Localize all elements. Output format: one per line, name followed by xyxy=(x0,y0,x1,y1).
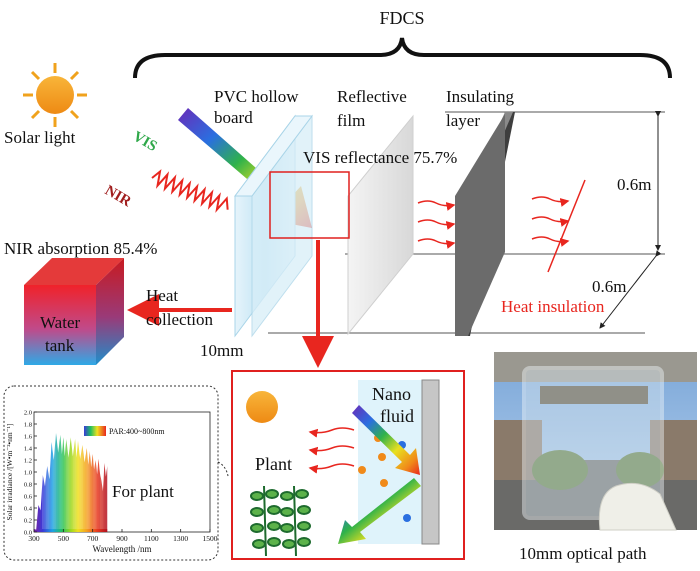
plant-label: Plant xyxy=(255,454,292,474)
pvc-label-line2: board xyxy=(214,108,253,127)
fdcs-brace xyxy=(133,37,672,79)
heat-insulation-label: Heat insulation xyxy=(501,297,605,316)
scattered-heat-arrows xyxy=(308,427,355,474)
chart-y-tick-label: 1.8 xyxy=(24,422,32,429)
solar-light-label: Solar light xyxy=(4,128,76,147)
chart-y-tick-label: 2.0 xyxy=(24,410,32,417)
chart-y-tick-label: 0.8 xyxy=(24,482,32,489)
chart-y-tick-label: 0.6 xyxy=(24,494,33,501)
chart-y-tick-label: 0.4 xyxy=(24,506,33,513)
nir-wave-arrow xyxy=(151,169,229,213)
chart-legend-label: PAR:400~800nm xyxy=(109,427,165,436)
water-tank-label-line1: Water xyxy=(40,313,80,332)
sun-detail-icon xyxy=(246,391,278,423)
chart-x-tick-label: 1500 xyxy=(203,534,218,543)
chart-y-tick-label: 1.6 xyxy=(24,434,33,441)
nano-fluid-label-line1: Nano xyxy=(372,384,411,404)
depth-dimension-label: 0.6m xyxy=(592,277,626,296)
chart-x-tick-label: 300 xyxy=(28,534,40,543)
chart-x-tick-label: 700 xyxy=(87,534,99,543)
chart-y-tick-label: 1.2 xyxy=(24,458,32,465)
height-dimension-label: 0.6m xyxy=(617,175,651,194)
for-plant-label: For plant xyxy=(112,482,174,501)
heat-collection-label-line2: collection xyxy=(146,310,214,329)
reflective-film xyxy=(347,114,414,336)
chart-y-tick-label: 0.0 xyxy=(24,530,32,537)
insulating-layer xyxy=(455,112,515,336)
vis-label: VIS xyxy=(130,129,160,155)
vis-reflectance-box xyxy=(269,171,350,239)
pvc-hollow-board xyxy=(234,114,313,338)
depth-dimension xyxy=(599,250,662,329)
chart-x-axis-label: Wavelength /nm xyxy=(92,544,151,554)
plant-icons xyxy=(250,485,311,557)
thickness-label: 10mm xyxy=(200,341,243,360)
reflective-label-line1: Reflective xyxy=(337,87,407,106)
reflector-strip xyxy=(421,379,440,545)
optical-path-caption: 10mm optical path xyxy=(519,544,647,563)
chart-x-tick-label: 1100 xyxy=(144,534,159,543)
chart-y-tick-label: 1.0 xyxy=(24,470,32,477)
nir-absorption-label: NIR absorption 85.4% xyxy=(4,239,157,258)
fdcs-title: FDCS xyxy=(379,8,424,28)
incident-spectrum-arrow xyxy=(352,405,420,475)
optical-path-photo xyxy=(494,352,697,531)
water-tank-label-line2: tank xyxy=(45,336,75,355)
chart-legend-swatch xyxy=(84,426,106,436)
vis-reflectance-label: VIS reflectance 75.7% xyxy=(303,148,457,167)
chart-x-tick-label: 900 xyxy=(116,534,128,543)
sun-icon xyxy=(23,63,87,127)
chart-series-area xyxy=(34,433,108,532)
heat-flow-arrows xyxy=(417,196,570,249)
insulating-label-line2: layer xyxy=(446,111,480,130)
nir-label: NIR xyxy=(102,183,134,211)
insulating-label-line1: Insulating xyxy=(446,87,514,106)
pvc-label-line1: PVC hollow xyxy=(214,87,299,106)
chart-x-tick-label: 500 xyxy=(58,534,70,543)
reflective-label-line2: film xyxy=(337,111,365,130)
water-tank xyxy=(24,258,124,365)
chart-x-tick-label: 1300 xyxy=(173,534,188,543)
chart-y-axis-label: Solar irradiance /[W•m⁻²•nm⁻¹] xyxy=(5,424,14,521)
nano-fluid-label-line2: fluid xyxy=(380,406,414,426)
reflected-spectrum-arrow xyxy=(338,478,421,544)
chart-y-tick-label: 1.4 xyxy=(24,446,33,453)
heat-block-line xyxy=(547,179,586,273)
solar-spectrum-chart: 300 500 700 900 1100 1300 1500 0.0 0.2 0.4 0.6 0.8 1… xyxy=(5,410,218,555)
chart-y-tick-label: 0.2 xyxy=(24,518,32,525)
heat-collection-label-line1: Heat xyxy=(146,286,178,305)
inset-connector xyxy=(217,461,229,477)
